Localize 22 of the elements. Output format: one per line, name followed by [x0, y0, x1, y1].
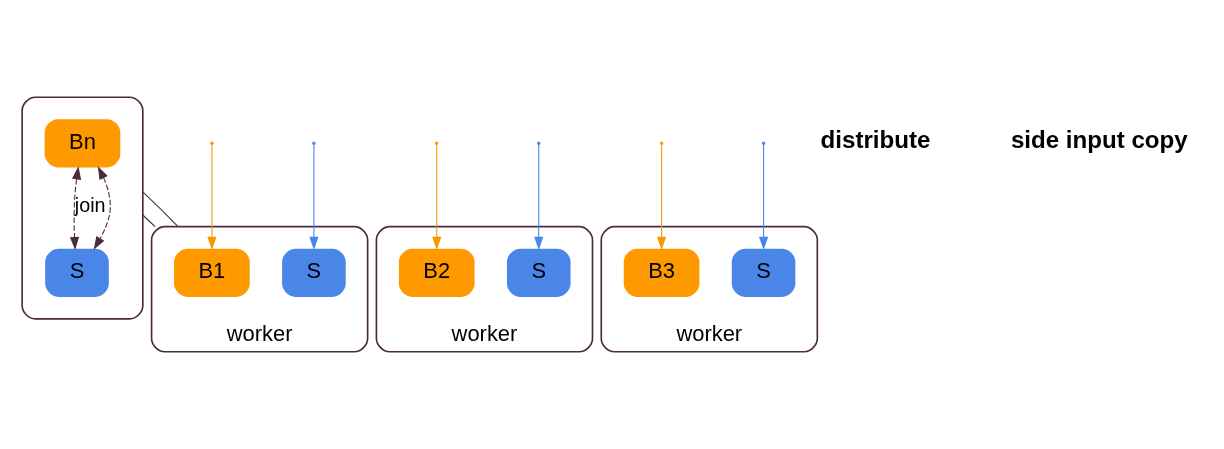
node-box: Bn — [44, 119, 120, 168]
arrow — [758, 143, 768, 251]
node-box: S — [506, 248, 571, 297]
label: distribute — [820, 126, 930, 154]
node-box: B3 — [623, 248, 699, 297]
arrow — [533, 143, 543, 251]
edge-label: join — [74, 193, 106, 216]
connector — [141, 191, 179, 228]
node-box: S — [731, 248, 795, 297]
node-box: B2 — [398, 248, 475, 297]
cluster — [20, 96, 144, 320]
arrow — [69, 166, 81, 251]
arrow — [93, 166, 111, 250]
arrow — [656, 143, 666, 251]
node-box: S — [281, 248, 346, 297]
label: side input copy — [1010, 126, 1188, 154]
arrow — [431, 143, 441, 251]
node-box: S — [44, 248, 109, 297]
arrow — [308, 143, 318, 251]
connector — [141, 214, 156, 228]
node-box: B1 — [173, 248, 250, 297]
arrow — [206, 143, 216, 251]
